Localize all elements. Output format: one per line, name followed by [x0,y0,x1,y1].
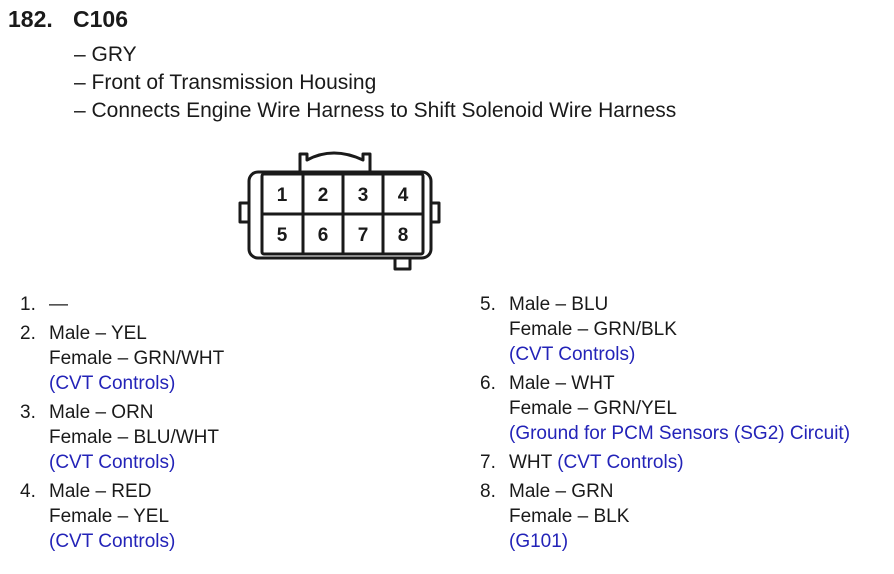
pin-circuit-link[interactable]: (CVT Controls) [49,531,176,552]
pin-label-8: 8 [398,225,409,246]
connector-location: – Front of Transmission Housing [74,71,377,94]
pin-number: 1. [20,294,36,315]
left-ear [238,201,249,224]
pin-label-2: 2 [318,185,329,206]
pin-wire: WHT [509,452,552,473]
pin-number: 4. [20,481,36,502]
connector-function: – Connects Engine Wire Harness to Shift … [74,99,677,122]
pin-female-wire: Female – GRN/BLK [509,319,677,340]
pin-label-6: 6 [318,225,329,246]
pin-label-5: 5 [277,225,288,246]
bottom-key [393,258,412,271]
pin-label-7: 7 [358,225,369,246]
connector-index: 182. [8,6,53,32]
locking-tab [298,151,372,172]
pin-number: 6. [480,373,496,394]
connector-face-svg: 1 2 3 4 5 6 7 8 [238,151,441,271]
connector-face-diagram: 1 2 3 4 5 6 7 8 [235,150,445,280]
pin-male-wire: Male – GRN [509,481,614,502]
pin-number: 7. [480,452,496,473]
pin-circuit-link[interactable]: (CVT Controls) [49,373,176,394]
pin-circuit-link[interactable]: (CVT Controls) [557,452,684,473]
pin-label-1: 1 [277,185,288,206]
pin-wire: — [49,294,68,315]
pin-male-wire: Male – YEL [49,323,147,344]
pin-female-wire: Female – GRN/WHT [49,348,225,369]
pin-male-wire: Male – BLU [509,294,609,315]
pin-entry-1: 1. — [20,292,224,317]
pin-circuit-link[interactable]: (CVT Controls) [509,344,636,365]
pin-entry-3: 3. Male – ORN Female – BLU/WHT (CVT Cont… [20,400,224,475]
pin-circuit-link[interactable]: (G101) [509,531,569,552]
pin-circuit-link[interactable]: (CVT Controls) [49,452,176,473]
pin-circuit-link[interactable]: (Ground for PCM Sensors (SG2) Circuit) [509,423,851,444]
pin-female-wire: Female – BLU/WHT [49,427,219,448]
pin-wire-line: WHT (CVT Controls) [509,450,850,475]
pin-male-wire: Male – RED [49,481,152,502]
pin-list-right: 5. Male – BLU Female – GRN/BLK (CVT Cont… [480,292,850,558]
pin-entry-2: 2. Male – YEL Female – GRN/WHT (CVT Cont… [20,321,224,396]
pin-entry-7: 7. WHT (CVT Controls) [480,450,850,475]
pin-entry-6: 6. Male – WHT Female – GRN/YEL (Ground f… [480,371,850,446]
pin-male-wire: Male – WHT [509,373,615,394]
pin-entry-5: 5. Male – BLU Female – GRN/BLK (CVT Cont… [480,292,850,367]
pin-female-wire: Female – YEL [49,506,170,527]
pin-list-left: 1. — 2. Male – YEL Female – GRN/WHT (CVT… [20,292,224,558]
pin-number: 3. [20,402,36,423]
pin-female-wire: Female – BLK [509,506,630,527]
connector-housing [247,170,433,260]
pin-female-wire: Female – GRN/YEL [509,398,677,419]
pin-label-4: 4 [398,185,409,206]
pin-entry-8: 8. Male – GRN Female – BLK (G101) [480,479,850,554]
right-ear [431,201,441,224]
pin-entry-4: 4. Male – RED Female – YEL (CVT Controls… [20,479,224,554]
pin-number: 2. [20,323,36,344]
connector-code: C106 [73,6,128,32]
pin-male-wire: Male – ORN [49,402,154,423]
pin-number: 5. [480,294,496,315]
pin-label-3: 3 [358,185,369,206]
pin-number: 8. [480,481,496,502]
connector-color: – GRY [74,43,137,66]
